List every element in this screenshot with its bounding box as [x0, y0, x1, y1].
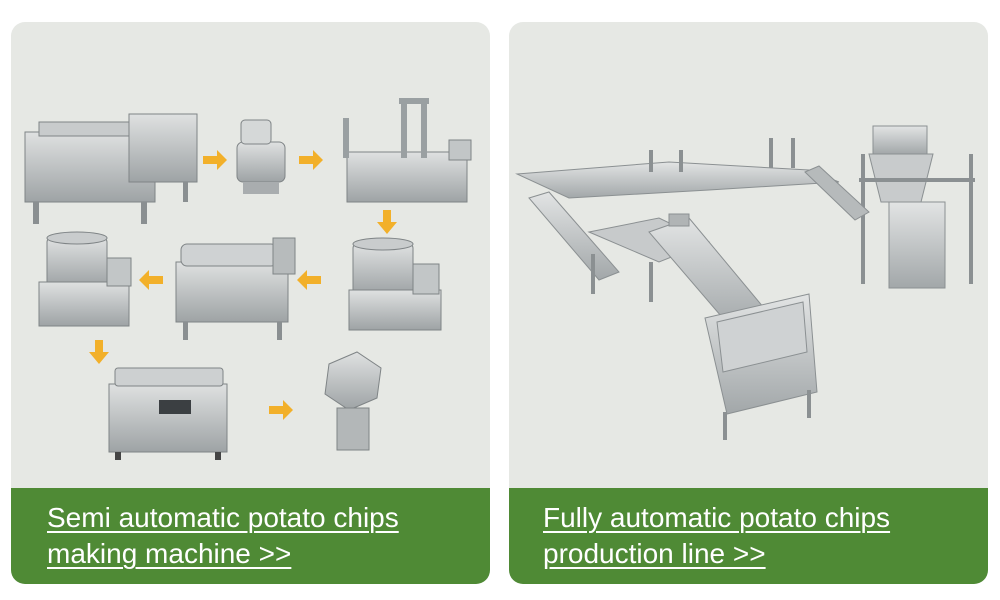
inclined-conveyor — [804, 165, 870, 221]
frying-machine — [175, 237, 296, 340]
arrow-right-icon — [203, 150, 227, 170]
deoiling-machine — [38, 231, 132, 327]
semi-automatic-banner[interactable]: Semi automatic potato chips making machi… — [11, 488, 490, 584]
vacuum-packing-machine — [108, 367, 228, 460]
arrow-down-icon — [377, 210, 397, 234]
weighing-packing-machine — [859, 125, 975, 289]
cutting-machine — [236, 119, 286, 194]
link-line-2: making machine >> — [47, 538, 292, 569]
elevator-and-washer — [648, 213, 818, 440]
semi-automatic-card[interactable]: Semi automatic potato chips making machi… — [11, 22, 490, 584]
fully-automatic-banner[interactable]: Fully automatic potato chips production … — [509, 488, 988, 584]
arrow-left-icon — [297, 270, 321, 290]
arrow-right-icon — [269, 400, 293, 420]
link-line-2: production line >> — [543, 538, 766, 569]
arrow-right-icon — [299, 150, 323, 170]
dewatering-machine — [348, 237, 442, 331]
production-line-image — [509, 22, 988, 488]
production-line-back — [515, 138, 840, 199]
arrow-left-icon — [139, 270, 163, 290]
semi-automatic-process-diagram — [11, 22, 490, 488]
link-line-1: Fully automatic potato chips — [543, 502, 891, 533]
blanching-machine — [343, 98, 472, 203]
fully-automatic-link[interactable]: Fully automatic potato chips production … — [543, 500, 890, 572]
link-line-1: Semi automatic potato chips — [47, 502, 399, 533]
seasoning-machine — [324, 351, 382, 451]
peeling-washing-machine — [24, 113, 198, 224]
fully-automatic-card[interactable]: Fully automatic potato chips production … — [509, 22, 988, 584]
arrow-down-icon — [89, 340, 109, 364]
semi-automatic-link[interactable]: Semi automatic potato chips making machi… — [47, 500, 399, 572]
